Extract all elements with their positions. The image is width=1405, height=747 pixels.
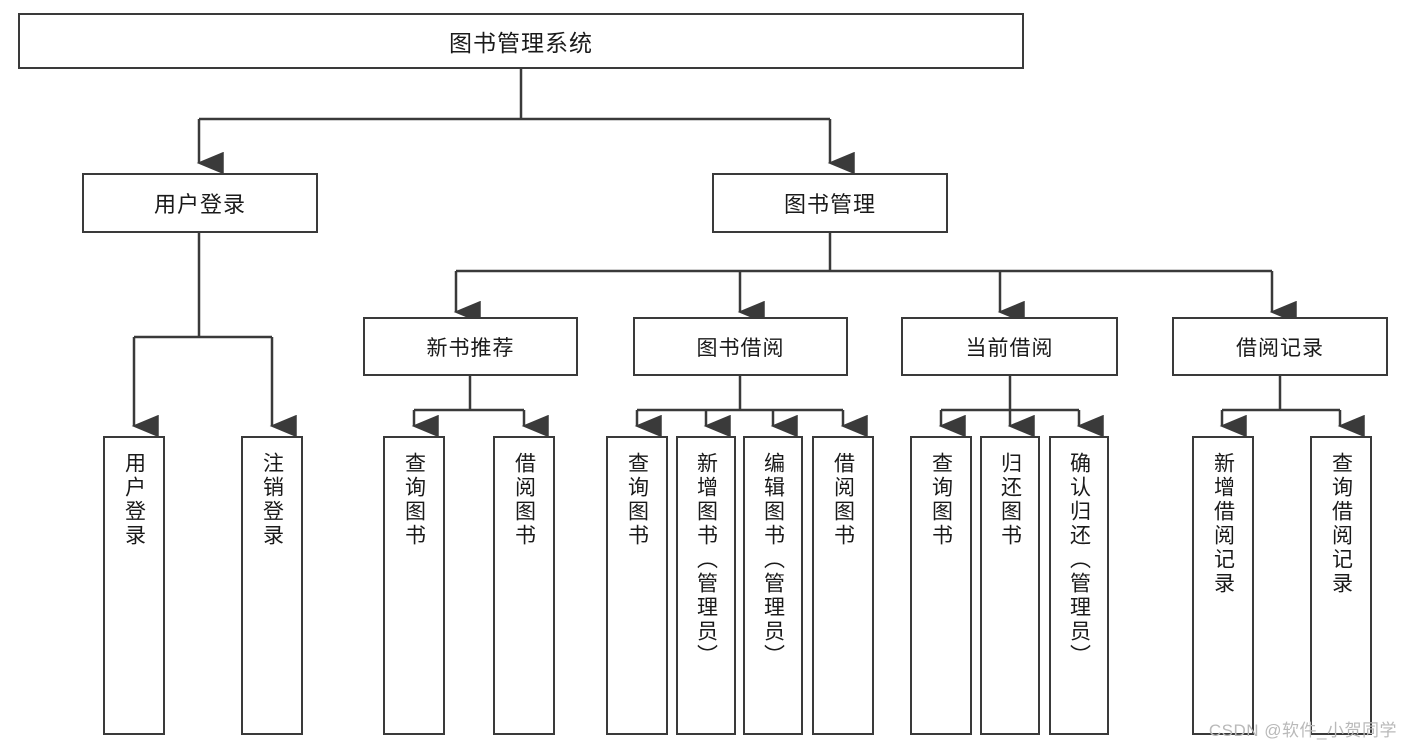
- leaf-borrow-borrow-book-label: 借阅图书: [831, 452, 855, 548]
- leaf-borrow-query-book-label: 查询图书: [625, 452, 649, 548]
- leaf-new-book-query[interactable]: 查询图书: [383, 436, 445, 735]
- node-new-book-recommend[interactable]: 新书推荐: [363, 317, 578, 376]
- leaf-user-login-signin[interactable]: 用户登录: [103, 436, 165, 735]
- leaf-current-query-book-label: 查询图书: [929, 452, 953, 548]
- leaf-current-return-book-label: 归还图书: [998, 452, 1022, 548]
- leaf-current-confirm-return[interactable]: 确认归还（管理员）: [1049, 436, 1109, 735]
- leaf-record-add[interactable]: 新增借阅记录: [1192, 436, 1254, 735]
- leaf-user-login-signin-label: 用户登录: [122, 452, 146, 548]
- node-new-book-recommend-label: 新书推荐: [426, 336, 515, 360]
- leaf-user-login-signout-label: 注销登录: [260, 452, 284, 548]
- leaf-record-query[interactable]: 查询借阅记录: [1310, 436, 1372, 735]
- node-current-borrow-label: 当前借阅: [965, 336, 1054, 360]
- leaf-borrow-edit-book-label: 编辑图书（管理员）: [761, 452, 785, 668]
- leaf-current-query-book[interactable]: 查询图书: [910, 436, 972, 735]
- leaf-new-book-query-label: 查询图书: [402, 452, 426, 548]
- leaf-new-book-borrow-label: 借阅图书: [512, 452, 536, 548]
- node-root-system[interactable]: 图书管理系统: [18, 13, 1024, 69]
- leaf-record-add-label: 新增借阅记录: [1211, 452, 1235, 596]
- node-borrow-record-label: 借阅记录: [1236, 336, 1324, 360]
- node-current-borrow[interactable]: 当前借阅: [901, 317, 1118, 376]
- leaf-borrow-query-book[interactable]: 查询图书: [606, 436, 668, 735]
- leaf-borrow-edit-book[interactable]: 编辑图书（管理员）: [743, 436, 803, 735]
- node-book-borrow[interactable]: 图书借阅: [633, 317, 848, 376]
- node-root-label: 图书管理系统: [449, 30, 593, 56]
- leaf-user-login-signout[interactable]: 注销登录: [241, 436, 303, 735]
- node-borrow-record[interactable]: 借阅记录: [1172, 317, 1388, 376]
- leaf-new-book-borrow[interactable]: 借阅图书: [493, 436, 555, 735]
- leaf-current-return-book[interactable]: 归还图书: [980, 436, 1040, 735]
- leaf-current-confirm-return-label: 确认归还（管理员）: [1067, 452, 1091, 668]
- leaf-borrow-borrow-book[interactable]: 借阅图书: [812, 436, 874, 735]
- leaf-borrow-add-book[interactable]: 新增图书（管理员）: [676, 436, 736, 735]
- node-book-borrow-label: 图书借阅: [696, 336, 785, 360]
- node-user-login-label: 用户登录: [153, 192, 246, 217]
- node-user-login[interactable]: 用户登录: [82, 173, 318, 233]
- node-book-management-label: 图书管理: [783, 192, 876, 217]
- leaf-record-query-label: 查询借阅记录: [1329, 452, 1353, 596]
- watermark-text: CSDN @软件_小贺同学: [1208, 721, 1397, 740]
- leaf-borrow-add-book-label: 新增图书（管理员）: [694, 452, 718, 668]
- node-book-management[interactable]: 图书管理: [712, 173, 948, 233]
